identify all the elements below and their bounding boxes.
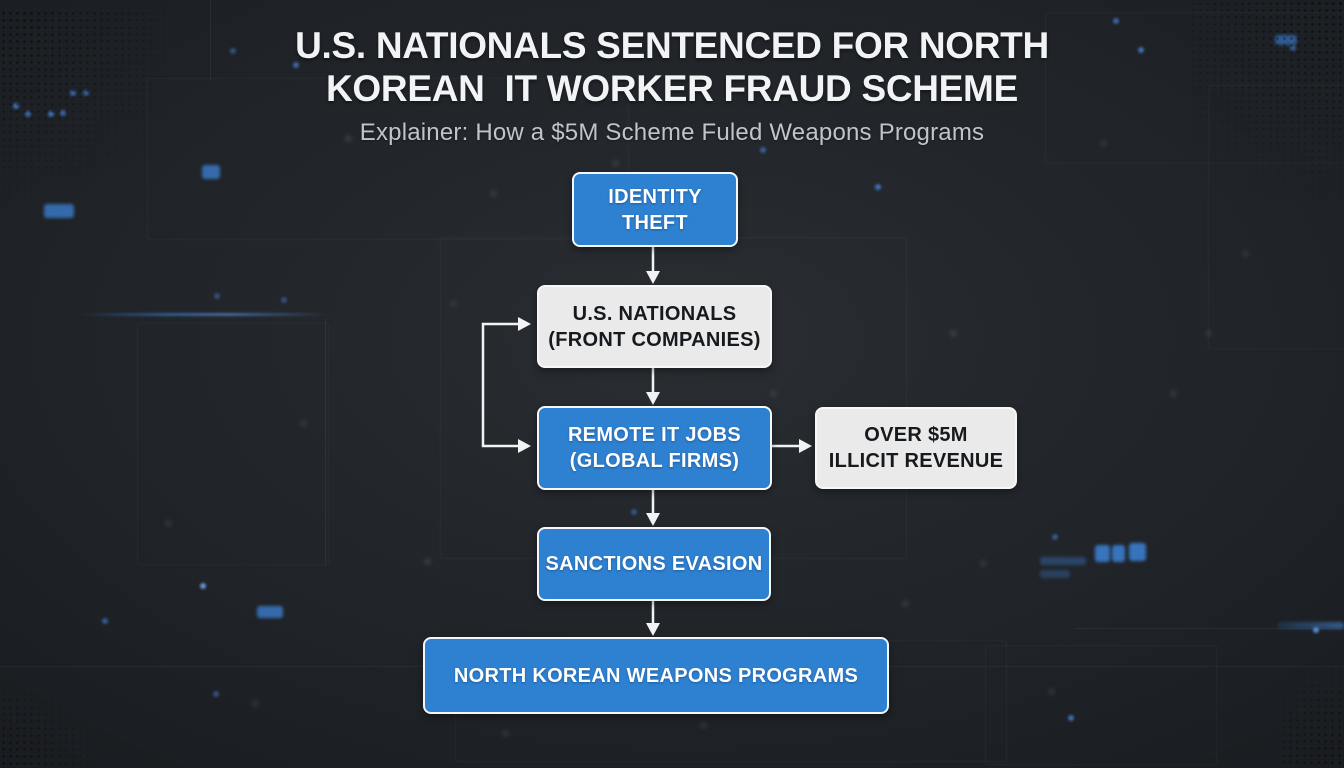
arrow-nationals-to-remote — [646, 364, 660, 405]
bracket-nationals-remote-link — [481, 317, 531, 453]
background-decoration — [257, 606, 283, 618]
arrow-sanctions-to-weapons — [646, 597, 660, 636]
background-decoration — [0, 0, 6, 6]
node-weapons-programs: NORTH KOREAN WEAPONS PROGRAMS — [423, 637, 889, 714]
arrow-remote-to-sanctions — [646, 486, 660, 526]
node-label: REMOTE IT JOBS (GLOBAL FIRMS) — [567, 424, 742, 472]
title-line-2: KOREAN IT WORKER FRAUD SCHEME — [326, 68, 1018, 109]
node-label: U.S. NATIONALS (FRONT COMPANIES) — [548, 302, 761, 351]
node-label: OVER $5M ILLICIT REVENUE — [828, 424, 1004, 472]
background-decoration — [1075, 628, 1344, 629]
halftone-dots-bottomleft — [0, 690, 110, 768]
page-title: U.S. NATIONALS SENTENCED FOR NORTH KOREA… — [0, 24, 1344, 110]
title-line-1: U.S. NATIONALS SENTENCED FOR NORTH — [295, 25, 1049, 66]
header: U.S. NATIONALS SENTENCED FOR NORTH KOREA… — [0, 24, 1344, 147]
page-subtitle: Explainer: How a $5M Scheme Fuled Weapon… — [359, 119, 985, 146]
background-decoration — [78, 313, 328, 316]
arrow-remote-to-revenue — [768, 439, 812, 453]
node-us-nationals: U.S. NATIONALS (FRONT COMPANIES) — [537, 285, 772, 368]
node-illicit-revenue: OVER $5M ILLICIT REVENUE — [815, 407, 1017, 489]
background-decoration — [137, 323, 329, 565]
node-label: SANCTIONS EVASION — [545, 553, 763, 575]
background-decoration — [1277, 622, 1344, 629]
background-decoration — [202, 165, 220, 179]
background-decoration — [985, 645, 1217, 765]
node-identity-theft: IDENTITY THEFT — [572, 172, 738, 247]
arrow-identity-to-nationals — [646, 243, 660, 284]
background-decoration — [325, 318, 326, 566]
background-decoration — [1040, 570, 1070, 578]
background-decoration — [1129, 543, 1146, 561]
background-decoration — [1040, 557, 1086, 565]
background-decoration — [1112, 545, 1125, 562]
background-decoration — [0, 0, 7, 7]
node-remote-it-jobs: REMOTE IT JOBS (GLOBAL FIRMS) — [537, 406, 772, 490]
halftone-dots-bottomright — [1280, 640, 1344, 768]
node-sanctions-evasion: SANCTIONS EVASION — [537, 527, 771, 601]
background-decoration — [44, 204, 74, 218]
background-decoration — [1095, 545, 1110, 562]
node-label: NORTH KOREAN WEAPONS PROGRAMS — [453, 664, 859, 687]
node-label: IDENTITY THEFT — [608, 185, 702, 234]
